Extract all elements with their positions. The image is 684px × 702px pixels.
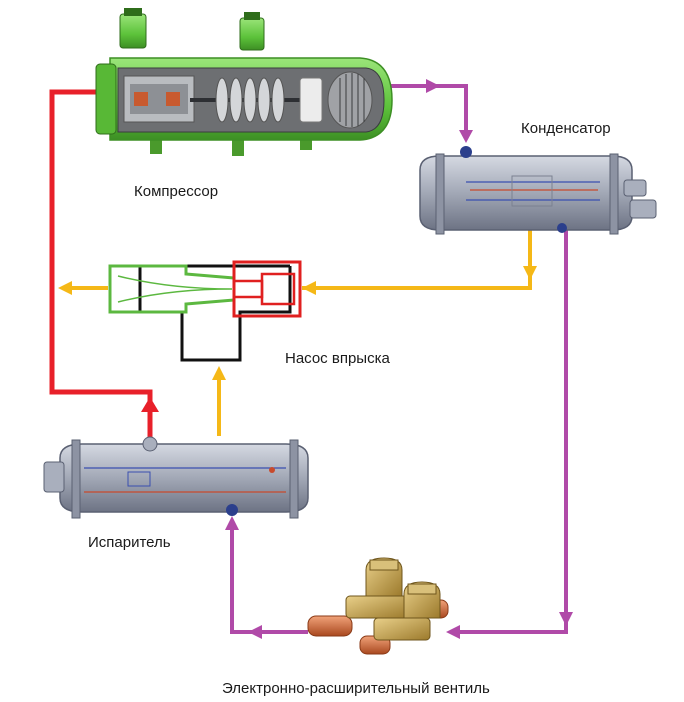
condenser-label: Конденсатор <box>521 120 611 137</box>
liquid-arrow-head-4 <box>225 516 239 530</box>
injection-arrow-head-1 <box>523 266 537 280</box>
injection-pump-icon <box>108 260 302 362</box>
liquid-arrow-head-1 <box>559 612 573 626</box>
discharge-arrow-head-1 <box>426 79 440 93</box>
injection-pump-label: Насос впрыска <box>285 350 390 367</box>
compressor-label: Компрессор <box>134 183 219 200</box>
injection-arrow-head-4 <box>212 366 226 380</box>
injection-line <box>64 222 532 436</box>
liquid-line-purple <box>230 230 568 634</box>
discharge-arrow-head-2 <box>459 130 473 143</box>
condenser-icon <box>419 146 657 235</box>
liquid-arrow-head-3 <box>248 625 262 639</box>
injection-arrow-head-3 <box>58 281 72 295</box>
discharge-line <box>390 84 468 135</box>
expansion-valve-icon <box>307 557 449 655</box>
expansion-valve-label: Электронно-расширительный вентиль <box>222 680 490 697</box>
evaporator-icon <box>43 436 309 519</box>
suction-arrow-head-evaporator <box>141 397 159 412</box>
liquid-arrow-head-2 <box>446 625 460 639</box>
compressor-icon <box>95 8 393 156</box>
injection-arrow-head-2 <box>302 281 316 295</box>
evaporator-label: Испаритель <box>88 534 171 551</box>
